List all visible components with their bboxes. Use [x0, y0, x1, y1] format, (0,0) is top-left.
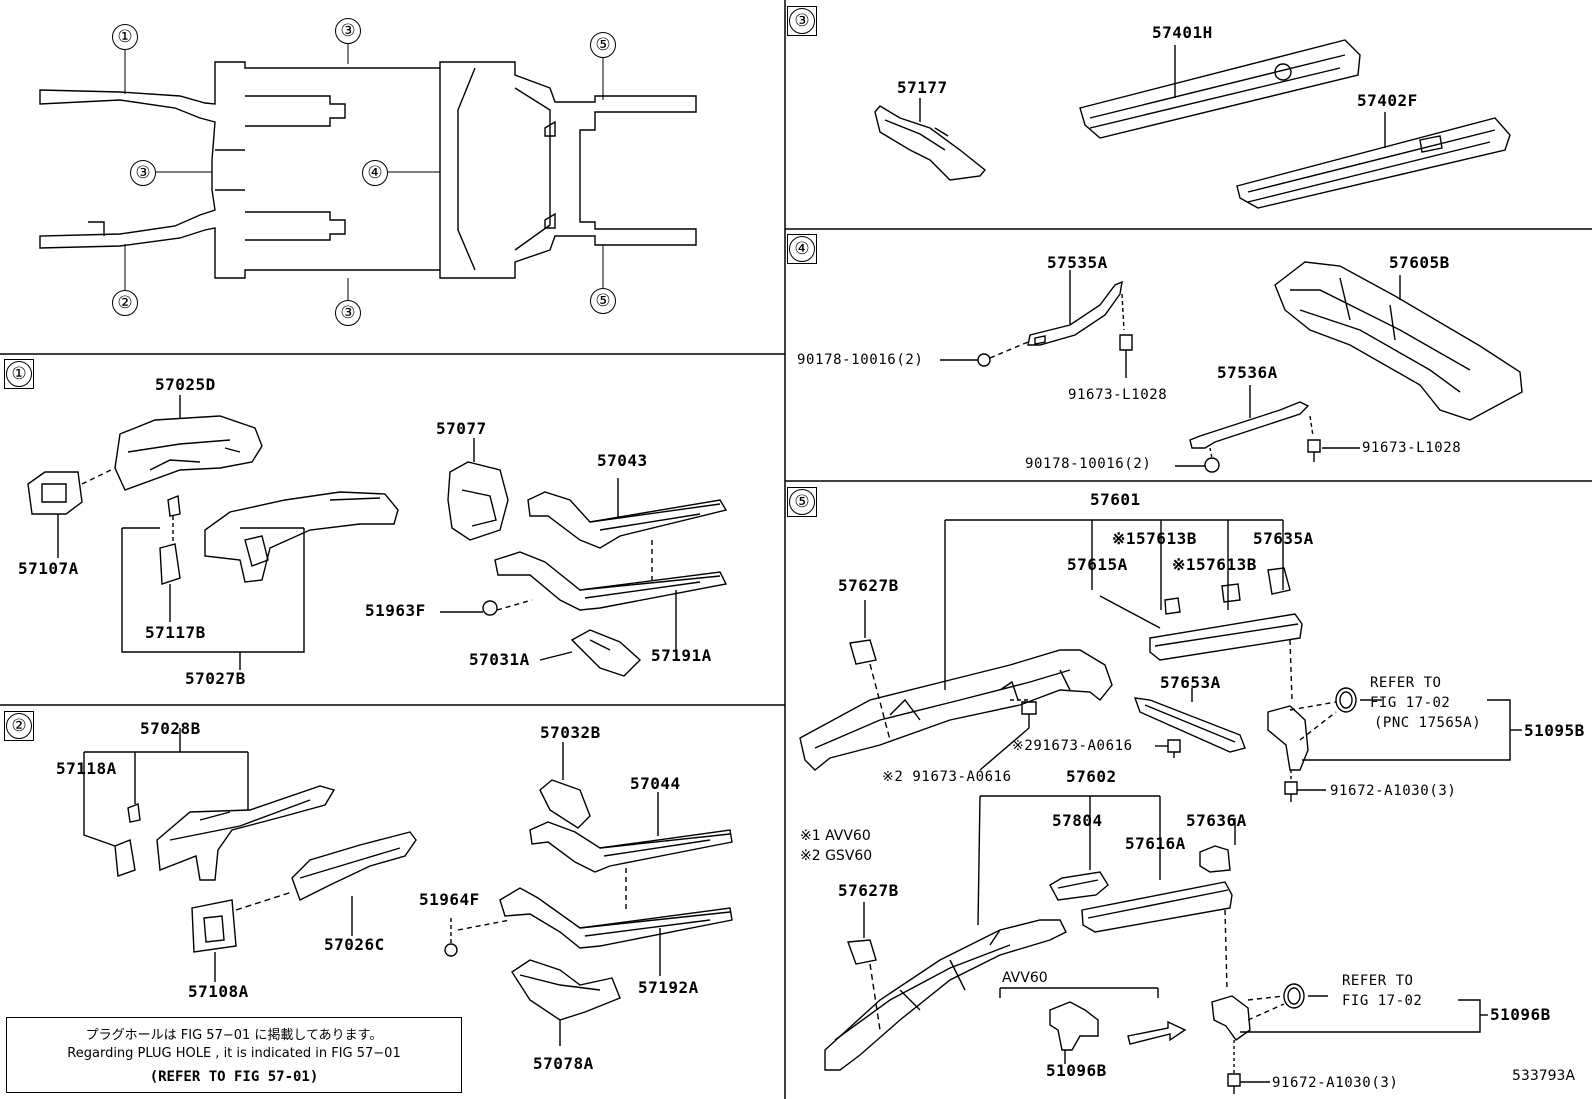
part-57077[interactable]: 57077 — [436, 419, 487, 438]
section-3-header: ③ — [787, 6, 817, 36]
section-1-header: ① — [4, 359, 34, 389]
section-4-parts — [940, 261, 1523, 473]
frame-overview — [39, 61, 697, 279]
callout-5-top: ⑤ — [590, 32, 616, 58]
note-english: Regarding PLUG HOLE , it is indicated in… — [67, 1046, 401, 1061]
part-57605B[interactable]: 57605B — [1389, 253, 1450, 272]
part-91673-A0616-x[interactable]: ※291673-A0616 — [1012, 738, 1133, 754]
part-57107A[interactable]: 57107A — [18, 559, 79, 578]
refer-fig-17-02-1[interactable]: FIG 17-02 — [1370, 695, 1451, 711]
part-57118A[interactable]: 57118A — [56, 759, 117, 778]
part-57043[interactable]: 57043 — [597, 451, 648, 470]
refer-to-label-1: REFER TO — [1370, 675, 1442, 691]
part-57026C[interactable]: 57026C — [324, 935, 385, 954]
refer-pnc-17565A: (PNC 17565A) — [1374, 715, 1482, 731]
part-91672-A1030-a[interactable]: 91672-A1030(3) — [1330, 783, 1457, 799]
callout-3-bottom: ③ — [335, 300, 361, 326]
part-57108A[interactable]: 57108A — [188, 982, 249, 1001]
part-57402F[interactable]: 57402F — [1357, 91, 1418, 110]
part-57032B[interactable]: 57032B — [540, 723, 601, 742]
section-5-header: ⑤ — [787, 487, 817, 517]
plug-hole-note: プラグホールは FIG 57−01 に掲載してあります。 Regarding P… — [6, 1017, 462, 1093]
legend-gsv60: ※2 GSV60 — [800, 848, 873, 864]
section-2-header: ② — [4, 711, 34, 741]
part-57602[interactable]: 57602 — [1066, 767, 1117, 786]
part-57025D[interactable]: 57025D — [155, 375, 216, 394]
part-57078A[interactable]: 57078A — [533, 1054, 594, 1073]
part-57031A[interactable]: 57031A — [469, 650, 530, 669]
part-57192A[interactable]: 57192A — [638, 978, 699, 997]
part-57601[interactable]: 57601 — [1090, 490, 1141, 509]
section-3-parts — [874, 39, 1511, 209]
part-90178-10016-b[interactable]: 90178-10016(2) — [1025, 456, 1152, 472]
part-57044[interactable]: 57044 — [630, 774, 681, 793]
note-refer-fig-57-01[interactable]: (REFER TO FIG 57-01) — [149, 1069, 319, 1085]
part-57613B-b[interactable]: ※157613B — [1172, 555, 1257, 574]
part-51096B-a[interactable]: 51096B — [1490, 1005, 1551, 1024]
part-51096B-b[interactable]: 51096B — [1046, 1061, 1107, 1080]
part-91673-L1028-b[interactable]: 91673-L1028 — [1362, 440, 1462, 456]
part-57636A[interactable]: 57636A — [1186, 811, 1247, 830]
part-90178-10016-a[interactable]: 90178-10016(2) — [797, 352, 924, 368]
part-57401H[interactable]: 57401H — [1152, 23, 1213, 42]
callout-1-top: ① — [112, 24, 138, 50]
part-57191A[interactable]: 57191A — [651, 646, 712, 665]
part-57028B[interactable]: 57028B — [140, 719, 201, 738]
part-57536A[interactable]: 57536A — [1217, 363, 1278, 382]
section-4-header: ④ — [787, 234, 817, 264]
figure-id: 533793A — [1512, 1068, 1576, 1084]
part-57653A[interactable]: 57653A — [1160, 673, 1221, 692]
callout-3-top: ③ — [335, 18, 361, 44]
callout-2-bottom: ② — [112, 290, 138, 316]
part-57616A[interactable]: 57616A — [1125, 834, 1186, 853]
section-2-parts — [83, 728, 733, 1046]
part-91672-A1030-b[interactable]: 91672-A1030(3) — [1272, 1075, 1399, 1091]
part-57627B-b[interactable]: 57627B — [838, 881, 899, 900]
callout-3-mid: ③ — [130, 160, 156, 186]
section-5-parts — [799, 519, 1522, 1094]
callout-4-mid: ④ — [362, 160, 388, 186]
part-57535A[interactable]: 57535A — [1047, 253, 1108, 272]
part-57804[interactable]: 57804 — [1052, 811, 1103, 830]
part-57635A[interactable]: 57635A — [1253, 529, 1314, 548]
part-57613B-a[interactable]: ※157613B — [1112, 529, 1197, 548]
part-57117B[interactable]: 57117B — [145, 623, 206, 642]
refer-to-label-2: REFER TO — [1342, 973, 1414, 989]
note-japanese: プラグホールは FIG 57−01 に掲載してあります。 — [85, 1028, 383, 1043]
part-57027B[interactable]: 57027B — [185, 669, 246, 688]
part-57615A[interactable]: 57615A — [1067, 555, 1128, 574]
part-51964F[interactable]: 51964F — [419, 890, 480, 909]
part-91673-A0616-y[interactable]: ※2 91673-A0616 — [882, 769, 1012, 785]
callout-5-bottom: ⑤ — [590, 288, 616, 314]
part-51963F[interactable]: 51963F — [365, 601, 426, 620]
part-51095B[interactable]: 51095B — [1524, 721, 1585, 740]
avv60-label: AVV60 — [1002, 970, 1048, 986]
legend-avv60: ※1 AVV60 — [800, 828, 871, 844]
part-57177[interactable]: 57177 — [897, 78, 948, 97]
part-91673-L1028-a[interactable]: 91673-L1028 — [1068, 387, 1168, 403]
refer-fig-17-02-2[interactable]: FIG 17-02 — [1342, 993, 1423, 1009]
part-57627B-a[interactable]: 57627B — [838, 576, 899, 595]
section-1-parts — [27, 395, 728, 677]
